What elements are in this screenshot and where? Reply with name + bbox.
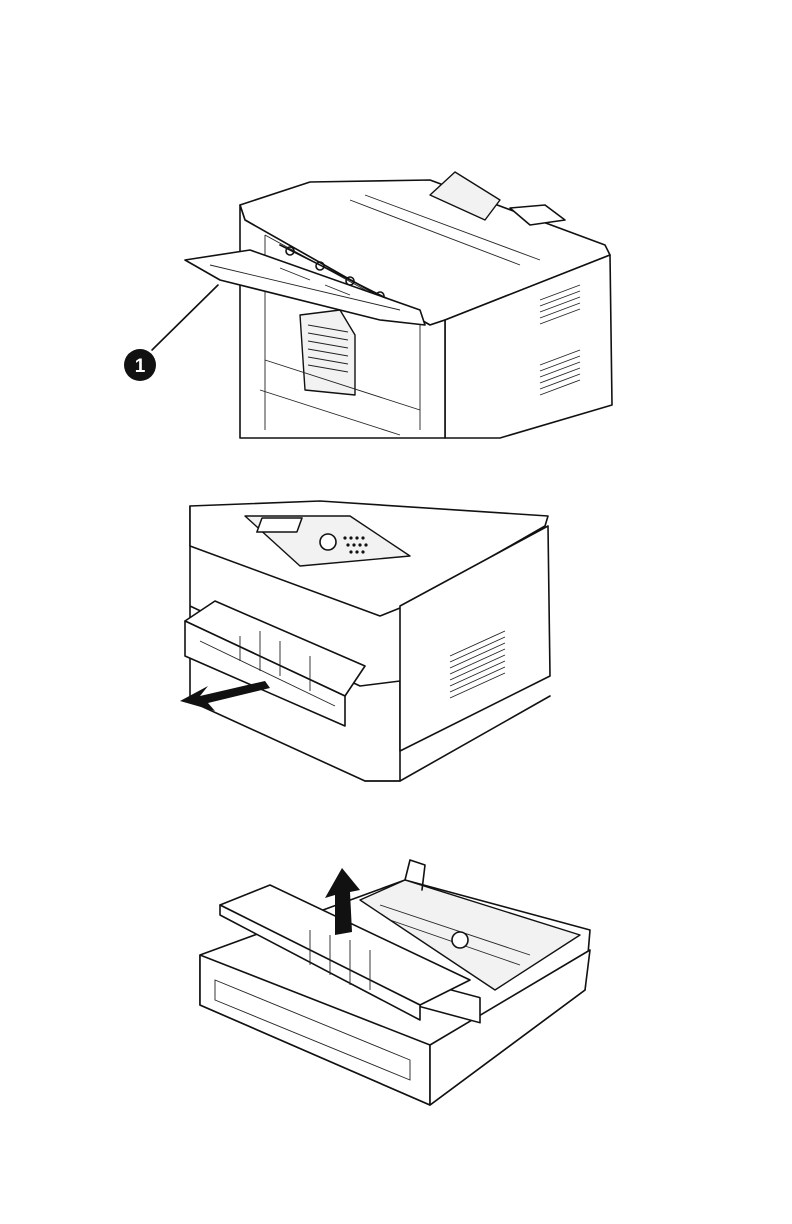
printer-rear-view-drawing: 1: [100, 160, 640, 440]
printer-rear-stacker-illustration: 1: [100, 160, 640, 440]
cassette-pull-out-illustration: [170, 496, 560, 786]
callout-1-label: 1: [135, 356, 146, 377]
cassette-cover-removal-drawing: [190, 840, 600, 1130]
cassette-pull-out-drawing: [170, 496, 560, 786]
cassette-cover-removal-illustration: [190, 840, 600, 1130]
